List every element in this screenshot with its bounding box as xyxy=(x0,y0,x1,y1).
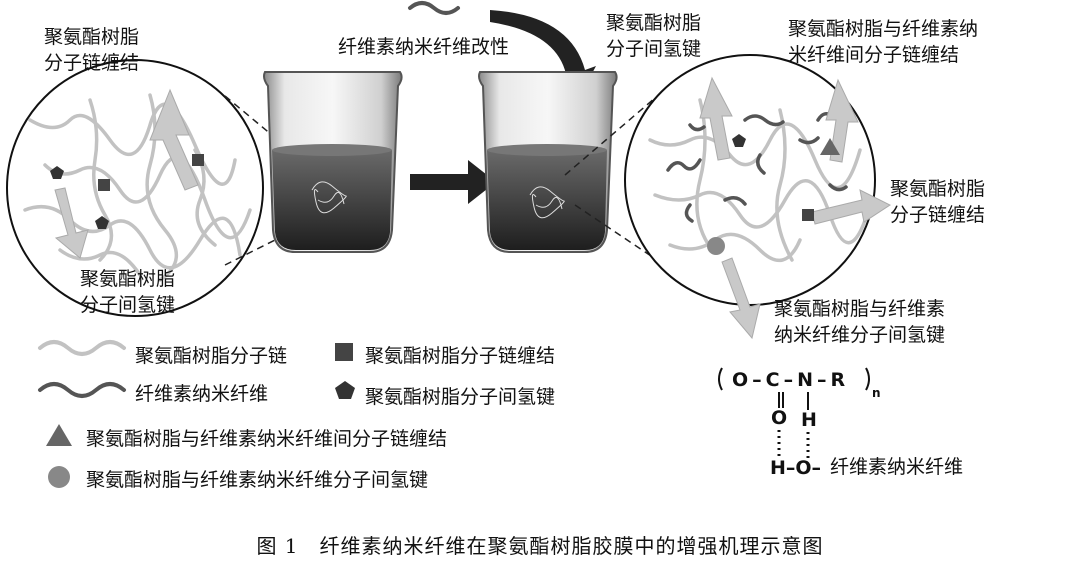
cnf-entanglement-arrow-up xyxy=(825,78,859,163)
cnf-squiggle xyxy=(408,1,460,15)
chem-structure xyxy=(718,367,870,460)
label-pu-entanglement-right: 聚氨酯树脂 分子链缠结 xyxy=(890,176,985,228)
chem-hydroxyl: H–O– xyxy=(770,457,822,479)
label-line: 聚氨酯树脂 xyxy=(606,12,702,34)
label-pu-cnf-entanglement: 聚氨酯树脂与纤维素纳 米纤维间分子链缠结 xyxy=(788,16,978,68)
right-zoom-circle xyxy=(624,54,892,340)
entanglement-square-icon xyxy=(98,179,110,191)
label-pu-cnf-hbond: 聚氨酯树脂与纤维素 纳米纤维分子间氢键 xyxy=(774,296,945,348)
label-line: 分子链缠结 xyxy=(890,204,986,226)
label-line: 聚氨酯树脂 xyxy=(44,26,140,48)
label-line: 聚氨酯树脂与纤维素 xyxy=(774,298,946,320)
cnf-entanglement-arrow-up xyxy=(699,76,733,161)
entanglement-square-icon xyxy=(192,154,204,166)
entanglement-arrow-right xyxy=(811,189,892,225)
hbond-arrow-down xyxy=(721,257,761,340)
entanglement-arrow-up xyxy=(149,88,199,191)
dark-square-icon xyxy=(335,343,353,361)
label-line: 分子间氢键 xyxy=(606,38,702,60)
process-arrow xyxy=(410,160,496,204)
label-line: 纳米纤维分子间氢键 xyxy=(774,324,946,346)
dark-pentagon-icon xyxy=(335,381,355,399)
label-line: 分子间氢键 xyxy=(80,294,176,316)
label-pu-entanglement-left: 聚氨酯树脂 分子链缠结 xyxy=(44,24,139,76)
fiber-tangle xyxy=(311,181,347,214)
entanglement-square-icon xyxy=(802,209,814,221)
label-line: 米纤维间分子链缠结 xyxy=(788,44,960,66)
legend-text-cnf-hbond: 聚氨酯树脂与纤维素纳米纤维分子间氢键 xyxy=(86,469,429,491)
cnf-hbond-circle-icon xyxy=(707,237,725,255)
legend xyxy=(38,340,355,488)
light-wave-line-icon xyxy=(38,340,126,356)
hbond-pentagon-icon xyxy=(50,166,64,179)
hbond-pentagon-icon xyxy=(95,216,109,229)
label-pu-hbond-right: 聚氨酯树脂 分子间氢键 xyxy=(606,10,701,62)
label-line: 聚氨酯树脂 xyxy=(80,268,176,290)
figure-caption: 图 1 纤维素纳米纤维在聚氨酯树脂胶膜中的增强机理示意图 xyxy=(256,534,824,558)
label-line: 聚氨酯树脂 xyxy=(890,178,986,200)
chem-subscript-n: n xyxy=(872,386,881,400)
cnf-fibers xyxy=(666,112,848,223)
chem-backbone: O–C–N–R xyxy=(732,369,850,391)
label-cnf-modification: 纤维素纳米纤维改性 xyxy=(338,36,510,58)
chem-carbonyl-oxygen: O xyxy=(771,407,788,429)
gray-circle-icon xyxy=(48,466,70,488)
left-zoom-circle xyxy=(6,59,264,317)
dark-wave-line-icon xyxy=(38,382,126,398)
zoom-line xyxy=(564,97,656,176)
hbond-pentagon-icon xyxy=(732,134,746,147)
legend-text-pu-hbond: 聚氨酯树脂分子间氢键 xyxy=(365,386,556,408)
legend-text-pu-chain: 聚氨酯树脂分子链 xyxy=(135,345,288,367)
fiber-tangle xyxy=(529,186,565,219)
label-line: 聚氨酯树脂与纤维素纳 xyxy=(788,18,979,40)
legend-text-cnf: 纤维素纳米纤维 xyxy=(135,383,269,405)
right-beaker xyxy=(478,71,618,253)
label-line: 分子链缠结 xyxy=(44,52,140,74)
legend-text-cnf-entanglement: 聚氨酯树脂与纤维素纳米纤维间分子链缠结 xyxy=(86,428,448,450)
chem-amine-hydrogen: H xyxy=(801,409,817,431)
entanglement-arrow-down xyxy=(54,187,89,259)
cnf-triangle-icon xyxy=(820,138,840,155)
legend-text-pu-entanglement: 聚氨酯树脂分子链缠结 xyxy=(365,345,556,367)
left-beaker xyxy=(263,71,403,253)
zoom-line xyxy=(574,204,661,263)
label-pu-hbond-left: 聚氨酯树脂 分子间氢键 xyxy=(80,266,175,318)
chem-hydroxyl-label: 纤维素纳米纤维 xyxy=(830,456,964,478)
gray-triangle-icon xyxy=(46,424,72,446)
